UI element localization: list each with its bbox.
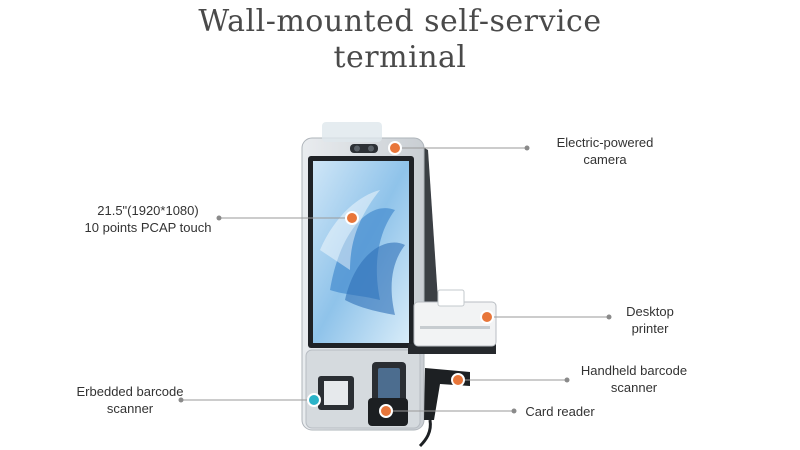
callout-embedded-scanner-line-2: scanner bbox=[106, 401, 154, 416]
marker-handheld-scanner bbox=[451, 373, 465, 387]
leader-endpoints bbox=[178, 145, 612, 414]
callout-printer-line-2: printer bbox=[631, 321, 669, 336]
callout-screen-line-2: 10 points PCAP touch bbox=[84, 220, 212, 235]
touch-screen bbox=[308, 156, 414, 348]
marker-camera bbox=[388, 141, 402, 155]
callout-camera-line-1: Electric-powered bbox=[556, 135, 654, 150]
callout-embedded-scanner-line-1: Erbedded barcode bbox=[76, 384, 184, 399]
marker-card-reader bbox=[379, 404, 393, 418]
callout-printer-line-1: Desktop bbox=[626, 304, 674, 319]
leader-lines bbox=[181, 147, 609, 412]
callout-embedded-scanner: Erbedded barcode scanner bbox=[68, 383, 192, 417]
callout-handheld-scanner: Handheld barcode scanner bbox=[572, 362, 696, 396]
page-title-line-1: Wall-mounted self-service bbox=[198, 4, 602, 39]
callout-handheld-scanner-line-2: scanner bbox=[610, 380, 658, 395]
callout-card-reader: Card reader bbox=[520, 403, 600, 420]
callout-screen: 21.5"(1920*1080) 10 points PCAP touch bbox=[78, 202, 218, 236]
callout-card-reader-line-1: Card reader bbox=[525, 404, 595, 419]
callout-camera-line-2: camera bbox=[583, 152, 627, 167]
page-title-line-2: terminal bbox=[333, 40, 467, 75]
marker-screen bbox=[345, 211, 359, 225]
marker-embedded-scanner bbox=[307, 393, 321, 407]
callout-camera: Electric-powered camera bbox=[545, 134, 665, 168]
callout-screen-line-1: 21.5"(1920*1080) bbox=[97, 203, 199, 218]
callout-handheld-scanner-line-1: Handheld barcode bbox=[580, 363, 688, 378]
camera-module bbox=[350, 144, 378, 153]
lower-panel bbox=[305, 349, 421, 429]
callout-markers bbox=[307, 141, 494, 418]
callout-printer: Desktop printer bbox=[610, 303, 690, 337]
desktop-printer bbox=[408, 289, 497, 354]
marker-printer bbox=[480, 310, 494, 324]
